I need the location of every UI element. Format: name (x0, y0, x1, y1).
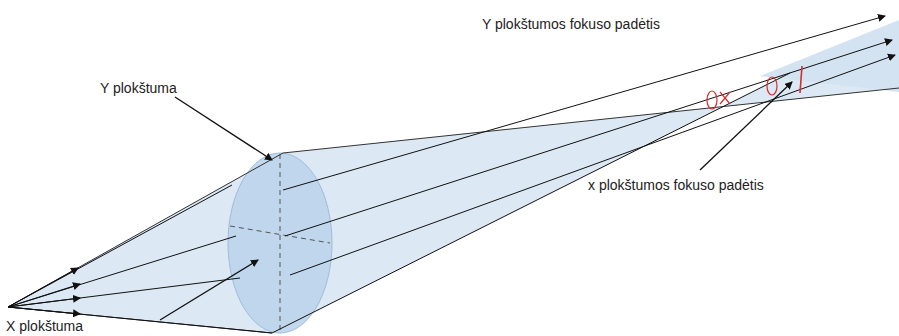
plane-label: X plokštuma (6, 318, 83, 334)
focus-label: x plokštumos fokuso padėtis (588, 177, 764, 193)
focus-label: Y plokštumos fokuso padėtis (482, 16, 660, 32)
x-plane-dash (230, 226, 330, 243)
plane-label: Y plokštuma (100, 80, 177, 96)
y-plane-dash (280, 154, 281, 332)
output-beam (272, 70, 899, 333)
divergent-beam (760, 20, 899, 92)
